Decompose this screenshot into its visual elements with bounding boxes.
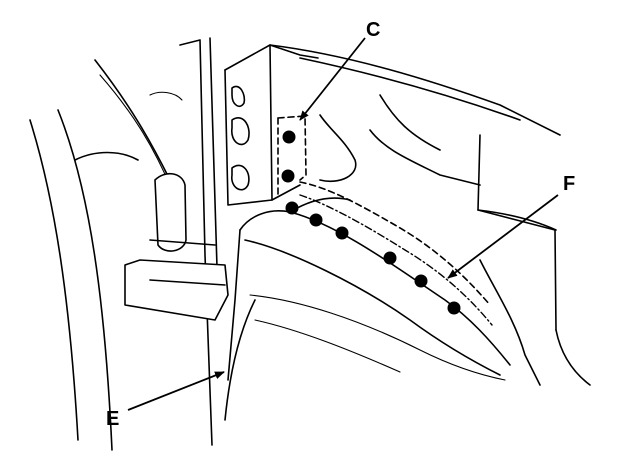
leader-e — [127, 371, 225, 411]
leader-c — [299, 37, 366, 121]
weld-point — [447, 301, 461, 315]
inner-panel — [319, 94, 591, 386]
spot-welds — [281, 130, 461, 315]
lower-left-bracket — [124, 172, 229, 321]
weld-point — [335, 226, 349, 240]
callout-label-c: C — [366, 19, 380, 41]
weld-point — [285, 201, 299, 215]
callout-label-f: F — [563, 173, 575, 195]
weld-point — [309, 213, 323, 227]
callout-label-e: E — [106, 408, 119, 430]
weld-point — [282, 130, 296, 144]
weld-point — [281, 169, 295, 183]
seal-line-f — [299, 181, 493, 326]
outer-body-lines — [29, 59, 183, 451]
lower-curved-section — [224, 197, 511, 421]
pillar-structure — [179, 37, 561, 446]
leader-f — [447, 194, 559, 279]
weld-point — [383, 251, 397, 265]
seal-line-c — [277, 115, 307, 199]
weld-point — [414, 274, 428, 288]
